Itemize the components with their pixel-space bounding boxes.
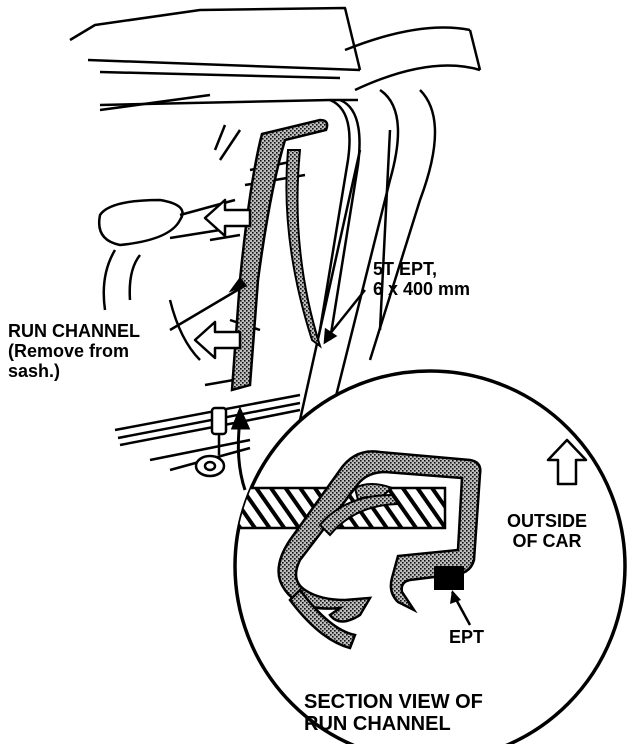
- section-view-title-line2: RUN CHANNEL: [304, 713, 451, 735]
- ept-label: EPT: [449, 627, 485, 647]
- remove-arrows: [193, 198, 252, 360]
- tape-label-line1: 5T EPT,: [373, 259, 438, 279]
- lock-knob: [194, 406, 228, 478]
- run-channel-label-line2: (Remove from: [8, 341, 130, 361]
- detail-pointer-arrow: [230, 406, 251, 491]
- tape-label: 5T EPT, 6 x 400 mm: [373, 260, 470, 298]
- section-view-title: SECTION VIEW OF RUN CHANNEL: [304, 692, 483, 734]
- door-frame: [69, 6, 482, 472]
- run-channel-label: RUN CHANNEL (Remove from sash.): [8, 322, 140, 380]
- run-channel-label-line3: sash.): [8, 361, 61, 381]
- outside-arrow-icon: [546, 438, 588, 486]
- section-detail-circle: [233, 369, 627, 744]
- run-channel: [230, 118, 329, 392]
- ept-block: [434, 566, 464, 590]
- channel-section: [277, 450, 482, 623]
- section-view-title-line1: SECTION VIEW OF: [304, 691, 483, 713]
- outside-label-line2: OF CAR: [512, 531, 582, 551]
- outside-label-line1: OUTSIDE: [507, 511, 588, 531]
- outside-of-car-label: OUTSIDE OF CAR: [507, 512, 587, 550]
- run-channel-label-line1: RUN CHANNEL: [8, 321, 140, 341]
- tape-label-line2: 6 x 400 mm: [373, 279, 471, 299]
- leader-lines: [169, 276, 366, 345]
- ept-tape-strip: [285, 149, 322, 349]
